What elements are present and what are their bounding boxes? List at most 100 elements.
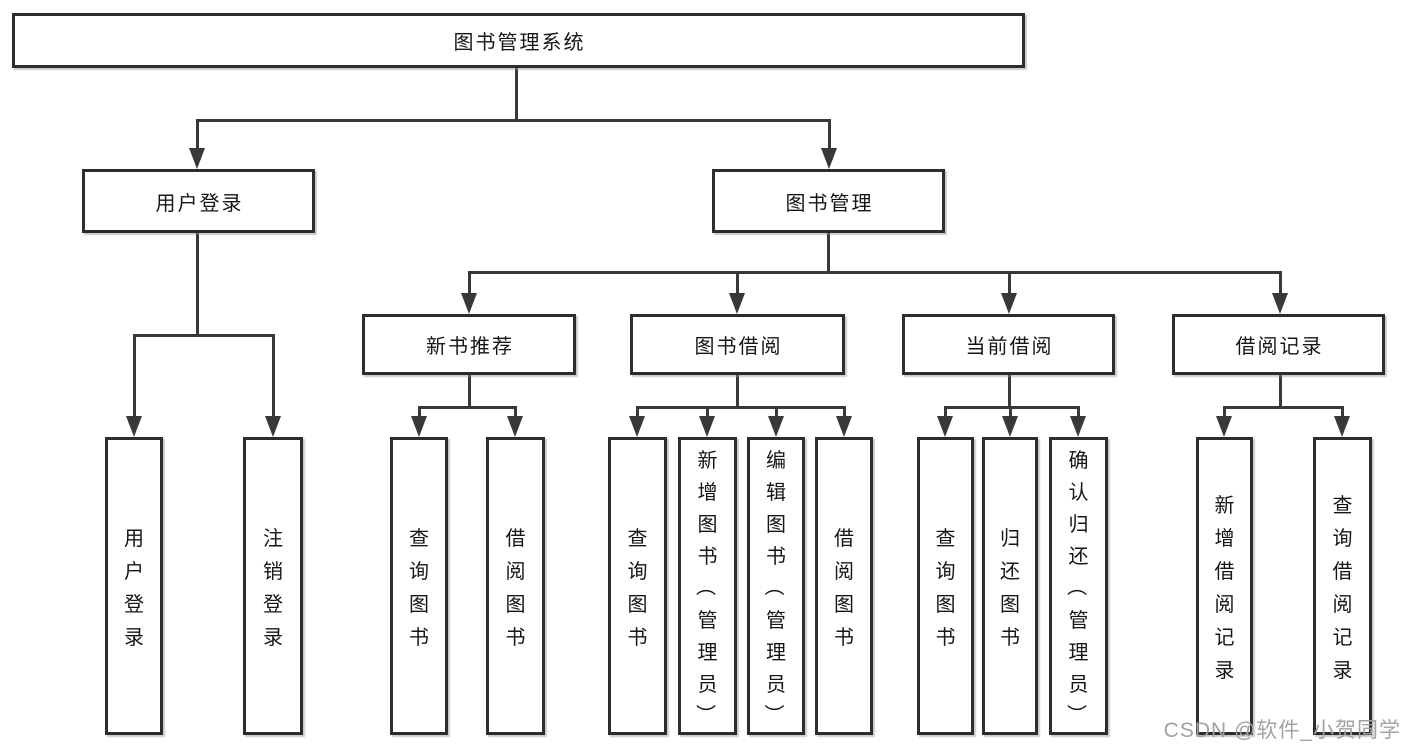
vertical-char: 记 — [1332, 627, 1353, 649]
arrow-down-icon — [461, 293, 477, 314]
node-book-management: 图书管理 — [712, 169, 945, 233]
vertical-char: 书 — [409, 627, 429, 649]
vertical-char: 编 — [766, 449, 786, 472]
vertical-char: 录 — [124, 627, 144, 649]
connector-line — [133, 334, 136, 423]
vertical-char: 员 — [1068, 673, 1089, 696]
arrow-down-icon — [821, 148, 837, 169]
connector-line — [828, 119, 831, 155]
vertical-char: 阅 — [505, 561, 526, 583]
node-leaf-add-borrow-record: 新增借阅记录 — [1196, 437, 1253, 735]
vertical-char: 还 — [1068, 545, 1089, 568]
vertical-char: 销 — [263, 561, 283, 583]
arrow-down-icon — [937, 416, 953, 437]
vertical-char: 图 — [834, 594, 854, 616]
vertical-char: 登 — [263, 594, 283, 616]
node-user-login: 用户登录 — [82, 169, 315, 233]
vertical-char: 图 — [697, 513, 718, 536]
vertical-char: 书 — [697, 545, 718, 568]
vertical-char: 管 — [1068, 609, 1089, 632]
arrow-down-icon — [1002, 416, 1018, 437]
connector-line — [944, 406, 947, 423]
connector-line — [1223, 406, 1226, 423]
connector-line — [468, 375, 471, 409]
vertical-char: 认 — [1068, 481, 1089, 504]
connector-line — [944, 406, 1080, 409]
vertical-char: 查 — [409, 528, 429, 550]
vertical-char: 确 — [1068, 449, 1089, 472]
vertical-char: 查 — [1332, 495, 1353, 517]
vertical-char: 询 — [627, 561, 648, 583]
vertical-char: 图 — [409, 594, 429, 616]
vertical-char: 阅 — [1214, 594, 1235, 616]
vertical-char: 询 — [409, 561, 429, 583]
connector-line — [515, 68, 518, 122]
vertical-char: 理 — [697, 641, 718, 664]
vertical-char: 阅 — [1332, 594, 1353, 616]
vertical-char: 图 — [1000, 594, 1020, 616]
node-leaf-user-login: 用户登录 — [105, 437, 163, 735]
node-book-borrowing: 图书借阅 — [630, 314, 845, 375]
vertical-char: 员 — [697, 673, 718, 696]
node-leaf-add-book-admin: 新增图书（管理员） — [678, 437, 737, 735]
vertical-char: 书 — [1000, 627, 1020, 649]
arrow-down-icon — [411, 416, 427, 437]
arrow-down-icon — [629, 416, 645, 437]
node-leaf-borrow-books-1: 借阅图书 — [486, 437, 545, 735]
vertical-char: ） — [1065, 704, 1087, 724]
vertical-char: 书 — [505, 627, 526, 649]
node-leaf-query-borrow-record: 查询借阅记录 — [1313, 437, 1372, 735]
node-leaf-edit-book-admin: 编辑图书（管理员） — [747, 437, 805, 735]
vertical-char: 用 — [124, 528, 144, 550]
connector-line — [843, 406, 846, 423]
connector-line — [1341, 406, 1344, 423]
vertical-char: 增 — [1214, 528, 1235, 550]
connector-line — [1009, 406, 1012, 423]
vertical-char: 理 — [766, 641, 786, 664]
connector-line — [468, 271, 1282, 274]
connector-line — [1077, 406, 1080, 423]
vertical-char: 图 — [766, 513, 786, 536]
vertical-char: 录 — [1214, 660, 1235, 682]
vertical-char: 查 — [627, 528, 648, 550]
connector-line — [272, 334, 275, 423]
vertical-char: 归 — [1068, 513, 1089, 536]
vertical-char: 借 — [1214, 561, 1235, 583]
vertical-char: ） — [762, 704, 785, 724]
vertical-char: 图 — [935, 594, 956, 616]
vertical-char: （ — [694, 576, 716, 596]
vertical-char: 辑 — [766, 481, 786, 504]
node-leaf-query-books-2: 查询图书 — [608, 437, 667, 735]
vertical-char: 户 — [124, 561, 144, 583]
vertical-char: 员 — [766, 673, 786, 696]
vertical-char: 借 — [1332, 561, 1353, 583]
vertical-char: 记 — [1214, 627, 1235, 649]
vertical-char: 询 — [935, 561, 956, 583]
arrow-down-icon — [729, 293, 745, 314]
arrow-down-icon — [126, 416, 142, 437]
node-leaf-logout: 注销登录 — [243, 437, 303, 735]
vertical-char: 登 — [124, 594, 144, 616]
connector-line — [736, 375, 739, 409]
connector-line — [1008, 271, 1011, 300]
connector-line — [418, 406, 517, 409]
arrow-down-icon — [507, 416, 523, 437]
vertical-char: 管 — [766, 609, 786, 632]
vertical-char: ） — [694, 704, 716, 724]
connector-line — [196, 233, 199, 337]
arrow-down-icon — [1272, 293, 1288, 314]
arrow-down-icon — [1216, 416, 1232, 437]
node-current-borrowing: 当前借阅 — [902, 314, 1115, 375]
connector-line — [1279, 271, 1282, 300]
connector-line — [1008, 375, 1011, 409]
connector-line — [827, 233, 830, 274]
connector-line — [636, 406, 639, 423]
connector-line — [636, 406, 845, 409]
node-leaf-return-books: 归还图书 — [982, 437, 1038, 735]
vertical-char: 书 — [627, 627, 648, 649]
connector-line — [1279, 375, 1282, 409]
node-leaf-borrow-books-2: 借阅图书 — [815, 437, 873, 735]
vertical-char: 录 — [1332, 660, 1353, 682]
connector-line — [196, 119, 199, 155]
